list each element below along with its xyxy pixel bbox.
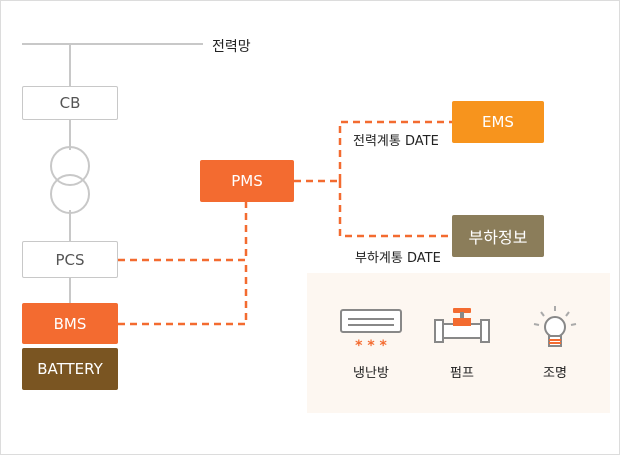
load-device-lighting: 조명: [515, 306, 595, 381]
ems-link: [338, 120, 452, 181]
load-info-link: [338, 181, 452, 238]
svg-text:* * *: * * *: [355, 338, 387, 352]
power-grid-label: 전력망: [212, 39, 251, 55]
bms-pms-link: [118, 262, 248, 326]
power-data-label: 전력계통 DATE: [353, 134, 439, 149]
load-label-pump: 펌프: [450, 366, 474, 381]
pms-node: PMS: [200, 160, 294, 202]
bms-node: BMS: [22, 303, 118, 344]
load-data-label: 부하계통 DATE: [355, 251, 441, 266]
ems-node: EMS: [452, 101, 544, 143]
air-conditioner-icon: * * *: [340, 309, 402, 354]
pcs-pms-link: [118, 202, 248, 262]
load-info-node: 부하정보: [452, 215, 544, 257]
transformer-icon: [50, 146, 90, 214]
cb-node: CB: [22, 86, 118, 120]
load-label-lighting: 조명: [543, 366, 567, 381]
pcs-node: PCS: [22, 241, 118, 278]
load-label-hvac: 냉난방: [353, 366, 389, 381]
load-device-pump: 펌프: [422, 306, 502, 381]
light-bulb-icon: [533, 306, 577, 347]
pump-valve-icon: [434, 308, 490, 343]
battery-node: BATTERY: [22, 348, 118, 390]
load-device-hvac: * * * 냉난방: [331, 306, 411, 381]
